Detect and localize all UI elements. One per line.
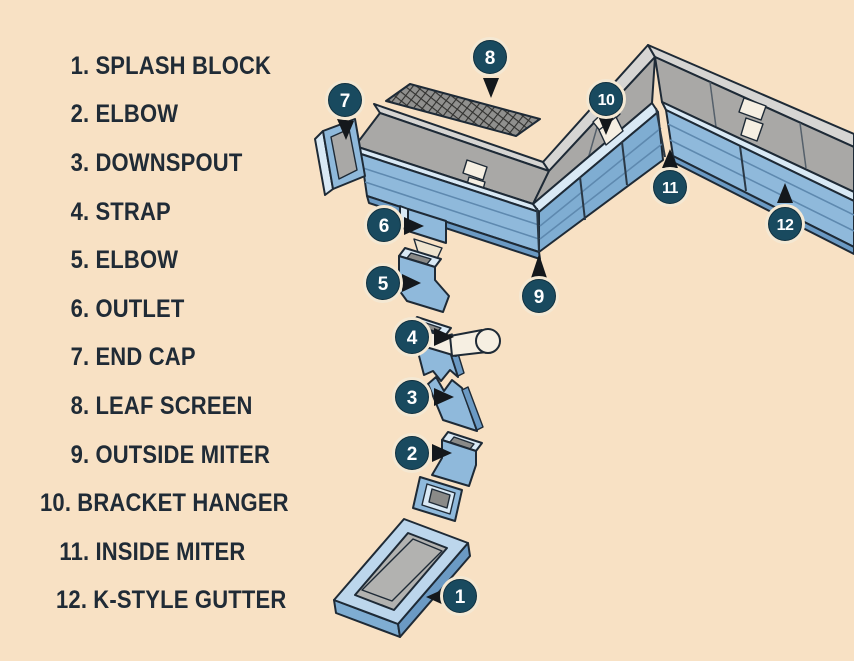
legend-item: 8.LEAF SCREEN <box>70 391 253 420</box>
svg-text:8: 8 <box>485 48 496 69</box>
callout-badge-6: 6 <box>364 205 404 245</box>
legend-item: 3.DOWNSPOUT <box>70 148 243 177</box>
legend-item: 11.INSIDE MITER <box>59 537 246 566</box>
callout-arrow-5 <box>402 274 421 292</box>
callout-badge-5: 5 <box>363 263 403 303</box>
svg-text:4: 4 <box>407 328 418 349</box>
svg-text:9: 9 <box>534 287 545 308</box>
svg-text:1: 1 <box>455 587 466 608</box>
legend-label: END CAP <box>95 343 196 372</box>
callout-arrow-6 <box>404 217 424 235</box>
svg-text:12: 12 <box>777 217 794 234</box>
svg-text:3: 3 <box>407 388 418 409</box>
callout-badge-12: 12 <box>765 204 805 244</box>
legend-item: 6.OUTLET <box>70 294 185 323</box>
callout-badge-3: 3 <box>392 377 432 417</box>
legend-label: ELBOW <box>95 100 179 129</box>
bracket-hanger-right <box>738 97 767 142</box>
callout-badge-1: 1 <box>440 576 480 616</box>
callout-badge-4: 4 <box>392 317 432 357</box>
legend-label: ELBOW <box>95 246 179 275</box>
legend-item: 5.ELBOW <box>70 246 179 275</box>
legend-item: 12.K-STYLE GUTTER <box>55 586 287 615</box>
legend-item: 10.BRACKET HANGER <box>40 489 289 518</box>
elbow-lower <box>412 431 483 522</box>
callout-badge-9: 9 <box>519 276 559 316</box>
callout-arrow-11 <box>662 149 678 168</box>
elbow-upper <box>398 247 450 313</box>
legend-item: 4.STRAP <box>70 197 171 226</box>
callout-arrow-3 <box>434 388 454 406</box>
inside-miter-seam <box>655 107 666 158</box>
end-cap <box>314 118 366 196</box>
callout-badge-10: 10 <box>586 79 626 119</box>
outside-miter-seam <box>536 207 540 253</box>
callout-badge-11: 11 <box>650 167 690 207</box>
callout-badge-2: 2 <box>392 433 432 473</box>
callout-arrow-9 <box>531 254 547 278</box>
svg-text:10: 10 <box>598 92 615 109</box>
callout-badge-8: 8 <box>470 37 510 77</box>
svg-text:5: 5 <box>378 274 389 295</box>
callout-badge-7: 7 <box>325 80 365 120</box>
legend-item: 1.SPLASH BLOCK <box>70 51 272 80</box>
callout-arrow-12 <box>777 183 793 203</box>
legend-item: 9.OUTSIDE MITER <box>70 440 271 469</box>
legend-label: OUTSIDE MITER <box>95 440 271 469</box>
callout-arrow-10 <box>598 116 614 135</box>
svg-text:6: 6 <box>379 216 390 237</box>
svg-text:11: 11 <box>662 180 679 197</box>
svg-text:7: 7 <box>340 91 351 112</box>
callout-arrow-2 <box>432 444 452 462</box>
legend-label: BRACKET HANGER <box>77 489 289 518</box>
legend-label: OUTLET <box>95 294 185 323</box>
legend-label: INSIDE MITER <box>95 537 246 566</box>
gutter-lip-right <box>661 101 854 202</box>
leaf-screen <box>385 83 541 137</box>
gutter-cap-right <box>647 44 854 148</box>
legend-item: 2.ELBOW <box>70 100 179 129</box>
callout-arrow-8 <box>483 78 499 98</box>
legend-label: LEAF SCREEN <box>95 391 253 420</box>
svg-text:2: 2 <box>407 444 418 465</box>
legend-label: K-STYLE GUTTER <box>93 586 287 615</box>
legend-label: DOWNSPOUT <box>95 148 243 177</box>
callout-arrow-4 <box>434 328 454 346</box>
callout-arrow-7 <box>337 119 354 140</box>
parts-legend: 1.SPLASH BLOCK 2.ELBOW 3.DOWNSPOUT 4.STR… <box>40 42 320 625</box>
legend-label: STRAP <box>95 197 171 226</box>
legend-item: 7.END CAP <box>70 343 196 372</box>
splash-block <box>333 518 471 638</box>
legend-label: SPLASH BLOCK <box>95 51 272 80</box>
